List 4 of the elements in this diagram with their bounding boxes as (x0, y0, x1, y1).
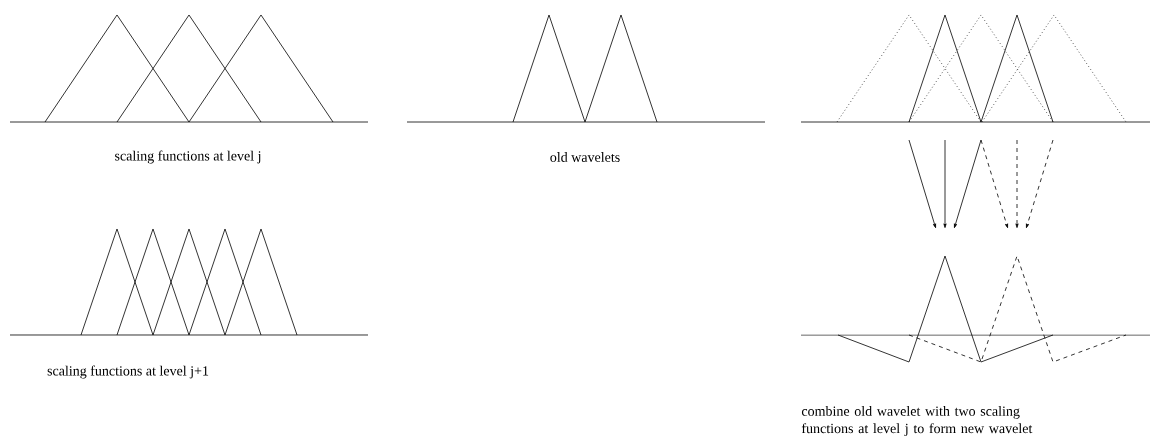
caption: old wavelets (550, 152, 620, 162)
caption: scaling functions at level j+1 (47, 365, 209, 379)
caption: combine old wavelet with two scaling functions at level j to form new wavelet (801, 406, 1033, 436)
caption: scaling functions at level j (115, 150, 261, 164)
